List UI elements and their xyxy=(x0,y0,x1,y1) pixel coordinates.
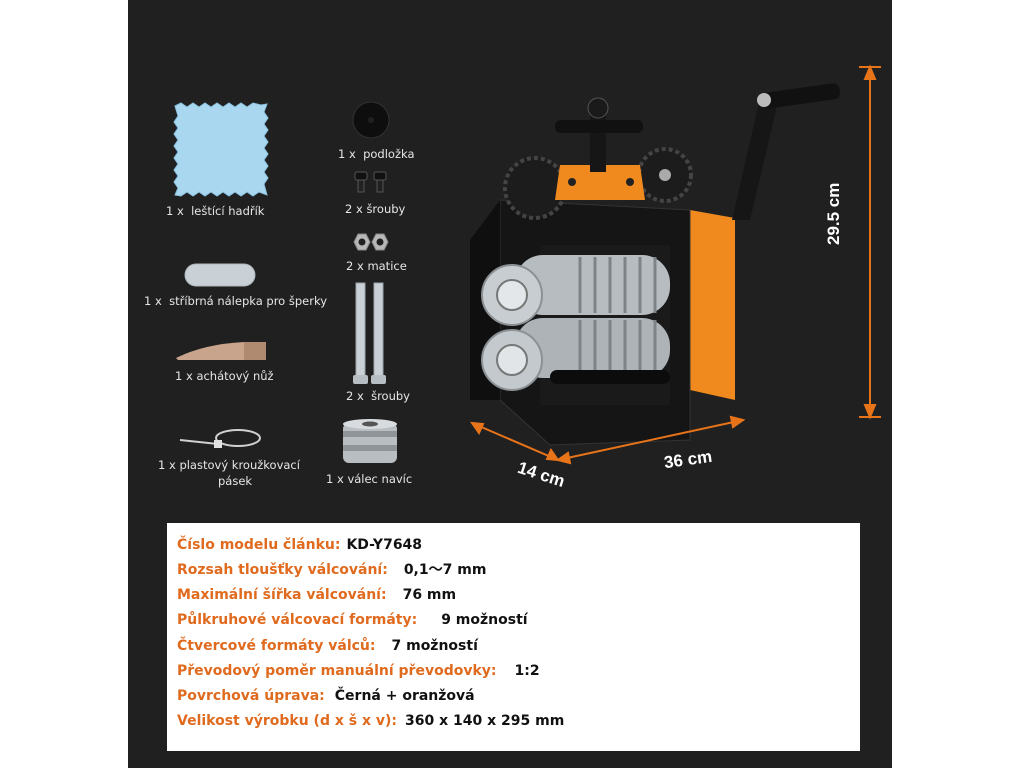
accessory-label-cloth: 1 x leštící hadřík xyxy=(166,204,265,218)
accessory-label-bolts: 2 x šrouby xyxy=(346,389,410,403)
spec-row-finish: Povrchová úprava:Černá + oranžová xyxy=(177,688,475,704)
washer-icon xyxy=(352,101,390,139)
dimension-height-label: 29.5 cm xyxy=(824,182,843,245)
rolling-mill-machine xyxy=(470,83,840,446)
accessory-label-roller: 1 x válec navíc xyxy=(326,472,413,486)
cable-tie-icon xyxy=(179,429,261,448)
spec-row-square: Čtvercové formáty válců:7 možností xyxy=(177,638,478,654)
spec-row-model: Číslo modelu článku:KD-Y7648 xyxy=(177,537,423,553)
spec-row-size: Velikost výrobku (d x š x v):360 x 140 x… xyxy=(177,713,565,729)
accessory-label-nuts: 2 x matice xyxy=(346,259,407,273)
spec-row-width: Maximální šířka válcování:76 mm xyxy=(177,587,457,603)
accessory-label-washer: 1 x podložka xyxy=(338,147,415,161)
agate-knife-icon xyxy=(176,342,266,360)
polishing-cloth-icon xyxy=(173,102,269,197)
accessory-label-tie: 1 x plastový kroužkovací xyxy=(158,458,300,472)
nuts-icon xyxy=(353,233,389,251)
accessory-label-screws: 2 x šrouby xyxy=(345,202,406,216)
accessory-label-knife: 1 x achátový nůž xyxy=(175,369,274,383)
dimension-lines xyxy=(469,64,881,465)
accessory-label-sticker: 1 x stříbrná nálepka pro šperky xyxy=(144,294,328,308)
specifications-panel: Číslo modelu článku:KD-Y7648 Rozsah tlou… xyxy=(167,523,860,751)
extra-roller-icon xyxy=(343,419,397,463)
spec-row-halfround: Půlkruhové válcovací formáty:9 možností xyxy=(177,612,528,628)
small-screws-icon xyxy=(354,171,387,193)
long-bolts-icon xyxy=(353,282,386,384)
silver-sticker-icon xyxy=(184,263,256,287)
spec-row-thickness: Rozsah tloušťky válcování:0,1～7 mm xyxy=(177,562,487,578)
accessory-label-tie-line2: pásek xyxy=(218,474,253,488)
spec-row-gear-ratio: Převodový poměr manuální převodovky:1:2 xyxy=(177,663,540,679)
